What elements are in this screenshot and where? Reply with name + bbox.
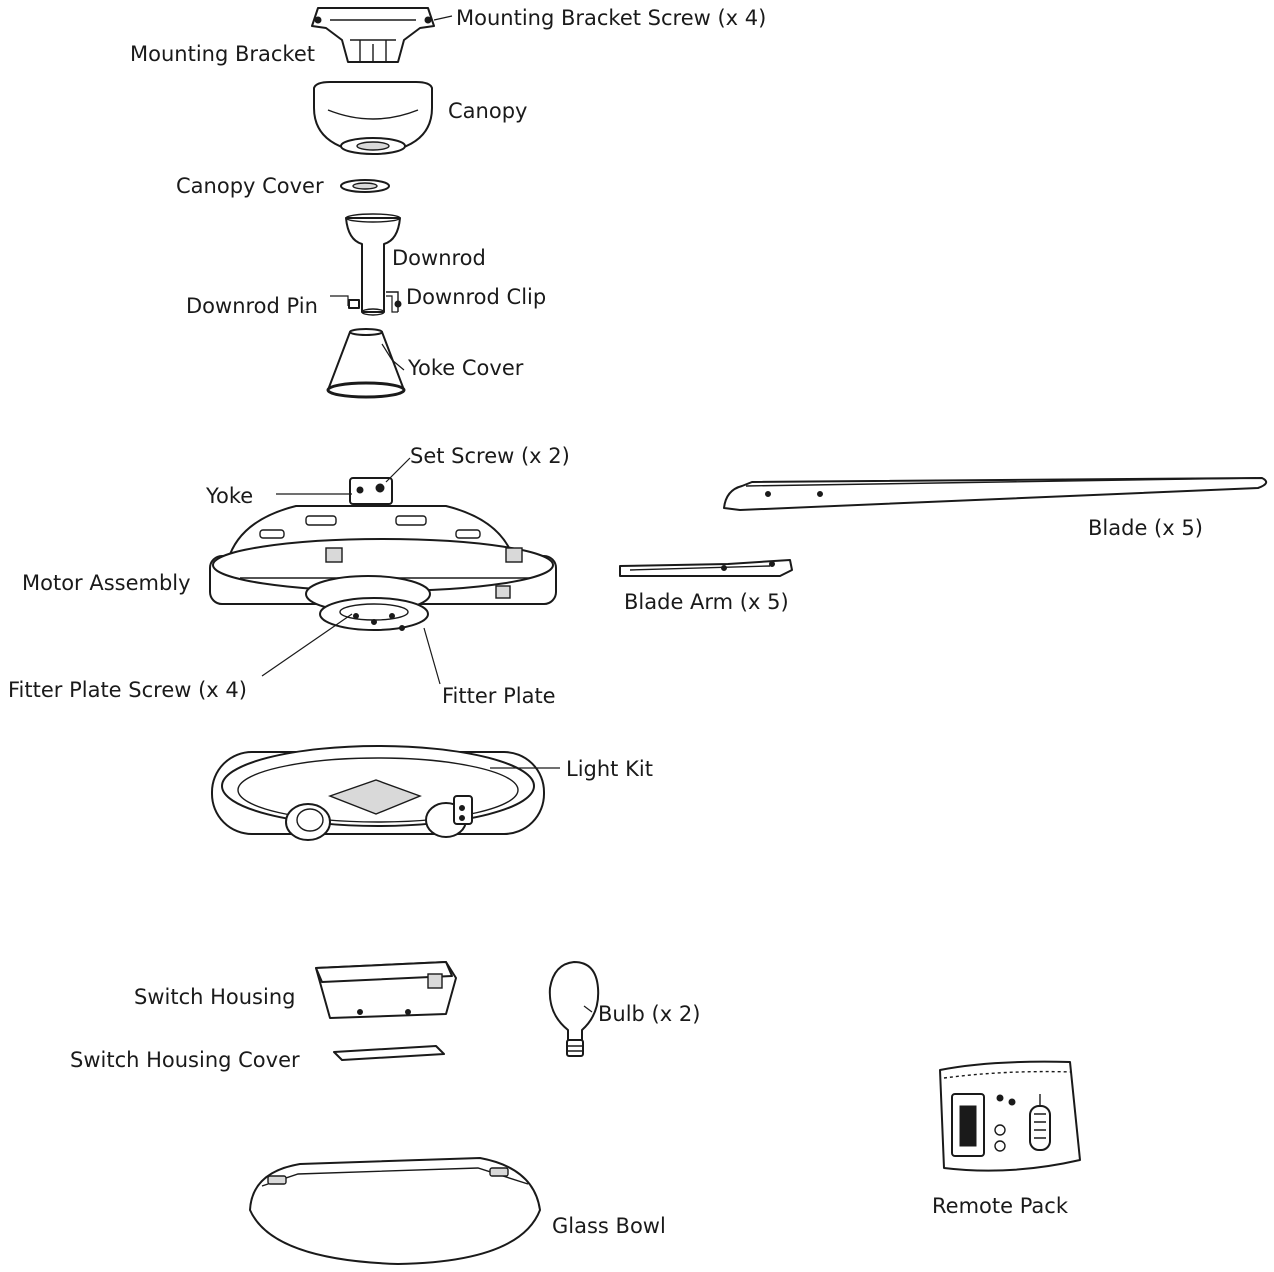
label-switch-housing: Switch Housing [134,985,296,1009]
blade-part [723,477,1268,511]
label-glass-bowl: Glass Bowl [552,1214,666,1238]
label-canopy: Canopy [448,99,528,123]
leader-lines [261,15,593,1013]
label-mounting-bracket: Mounting Bracket [130,42,315,66]
mounting-bracket-part [311,7,435,63]
label-fitter-plate-screw: Fitter Plate Screw (x 4) [8,678,247,702]
label-switch-housing-cover: Switch Housing Cover [70,1048,300,1072]
switch-housing-cover-part [333,1045,445,1061]
label-downrod-clip: Downrod Clip [406,285,547,309]
switch-housing-part [315,961,457,1019]
glass-bowl-part [249,1157,541,1265]
label-light-kit: Light Kit [566,757,653,781]
label-downrod: Downrod [392,246,486,270]
label-mounting-bracket-screw: Mounting Bracket Screw (x 4) [456,6,767,30]
light-kit-part [211,745,545,841]
label-canopy-cover: Canopy Cover [176,174,324,198]
label-yoke-cover: Yoke Cover [408,356,524,380]
label-yoke: Yoke [206,484,254,508]
label-blade: Blade (x 5) [1088,516,1203,540]
remote-pack-part [939,1060,1081,1172]
blade-arm-part [619,559,793,577]
label-fitter-plate: Fitter Plate [442,684,556,708]
canopy-cover-part [340,179,390,193]
yoke-cover-part [326,328,406,399]
motor-assembly-part [209,477,557,631]
label-set-screw: Set Screw (x 2) [410,444,570,468]
label-downrod-pin: Downrod Pin [186,294,318,318]
bulb-part [548,961,600,1057]
label-blade-arm: Blade Arm (x 5) [624,590,789,614]
canopy-part [313,81,433,155]
downrod-part [345,213,402,316]
label-bulb: Bulb (x 2) [598,1002,701,1026]
label-remote-pack: Remote Pack [932,1194,1068,1218]
label-motor-assembly: Motor Assembly [22,571,191,595]
